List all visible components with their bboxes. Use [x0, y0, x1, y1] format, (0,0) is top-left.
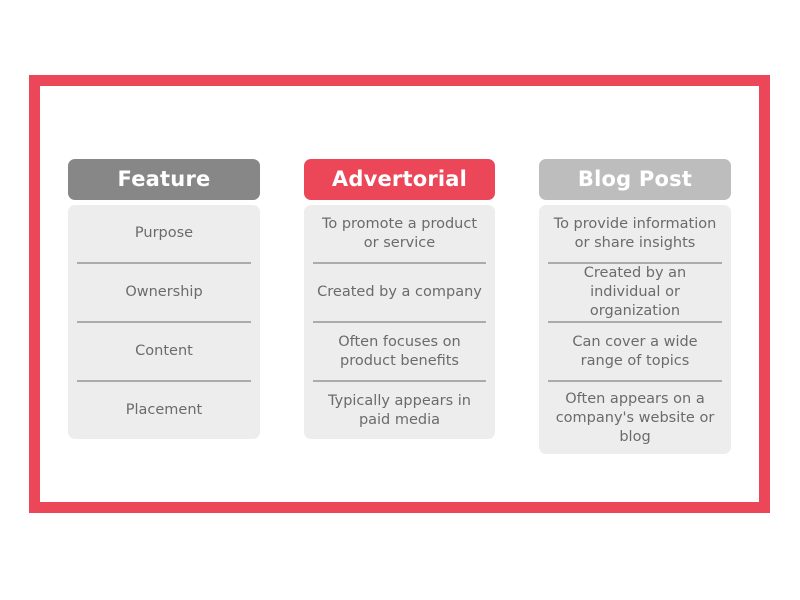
- table-cell: Placement: [76, 382, 252, 439]
- column-body-blog-post: To provide information or share insights…: [539, 205, 731, 454]
- column-header-blog-post: Blog Post: [539, 159, 731, 200]
- column-header-label: Blog Post: [577, 167, 693, 191]
- table-cell: Typically appears in paid media: [312, 382, 487, 439]
- row-divider: [548, 321, 722, 323]
- table-cell-text: Purpose: [134, 225, 194, 241]
- table-cell: Purpose: [76, 205, 252, 262]
- table-column-blog-post: Blog Post To provide information or shar…: [539, 159, 731, 454]
- column-header-label: Feature: [117, 167, 211, 191]
- table-cell-text: Can cover a wide range of topics: [572, 333, 698, 369]
- table-cell: Ownership: [76, 264, 252, 321]
- row-divider: [313, 321, 486, 323]
- table-cell-text: Content: [135, 343, 193, 359]
- table-cell-text: Created by an individual or organization: [583, 265, 687, 319]
- table-cell: Can cover a wide range of topics: [547, 323, 723, 380]
- column-header-feature: Feature: [68, 159, 260, 200]
- table-cell-text: Created by a company: [317, 284, 482, 300]
- table-cell-text: Placement: [125, 402, 203, 418]
- column-header-advertorial: Advertorial: [304, 159, 495, 200]
- row-divider: [77, 321, 251, 323]
- table-cell-text: To promote a product or service: [321, 215, 478, 251]
- table-column-feature: Feature Purpose Ownership Content Placem…: [68, 159, 260, 439]
- row-divider: [548, 380, 722, 382]
- column-body-advertorial: To promote a product or service Created …: [304, 205, 495, 439]
- table-cell-text: To provide information or share insights: [553, 215, 717, 251]
- column-body-feature: Purpose Ownership Content Placement: [68, 205, 260, 439]
- table-cell: Often focuses on product benefits: [312, 323, 487, 380]
- row-divider: [77, 380, 251, 382]
- row-divider: [548, 262, 722, 264]
- row-divider: [77, 262, 251, 264]
- table-cell-text: Typically appears in paid media: [328, 392, 471, 428]
- table-cell-text: Often focuses on product benefits: [338, 333, 461, 369]
- table-cell-text: Ownership: [125, 284, 203, 300]
- table-cell: Created by a company: [312, 264, 487, 321]
- column-header-label: Advertorial: [331, 167, 468, 191]
- table-cell: To provide information or share insights: [547, 205, 723, 262]
- table-column-advertorial: Advertorial To promote a product or serv…: [304, 159, 495, 439]
- table-cell: Often appears on a company's website or …: [547, 382, 723, 454]
- table-cell: Created by an individual or organization: [547, 264, 723, 321]
- row-divider: [313, 380, 486, 382]
- table-cell: To promote a product or service: [312, 205, 487, 262]
- table-cell-text: Often appears on a company's website or …: [555, 390, 715, 445]
- table-cell: Content: [76, 323, 252, 380]
- row-divider: [313, 262, 486, 264]
